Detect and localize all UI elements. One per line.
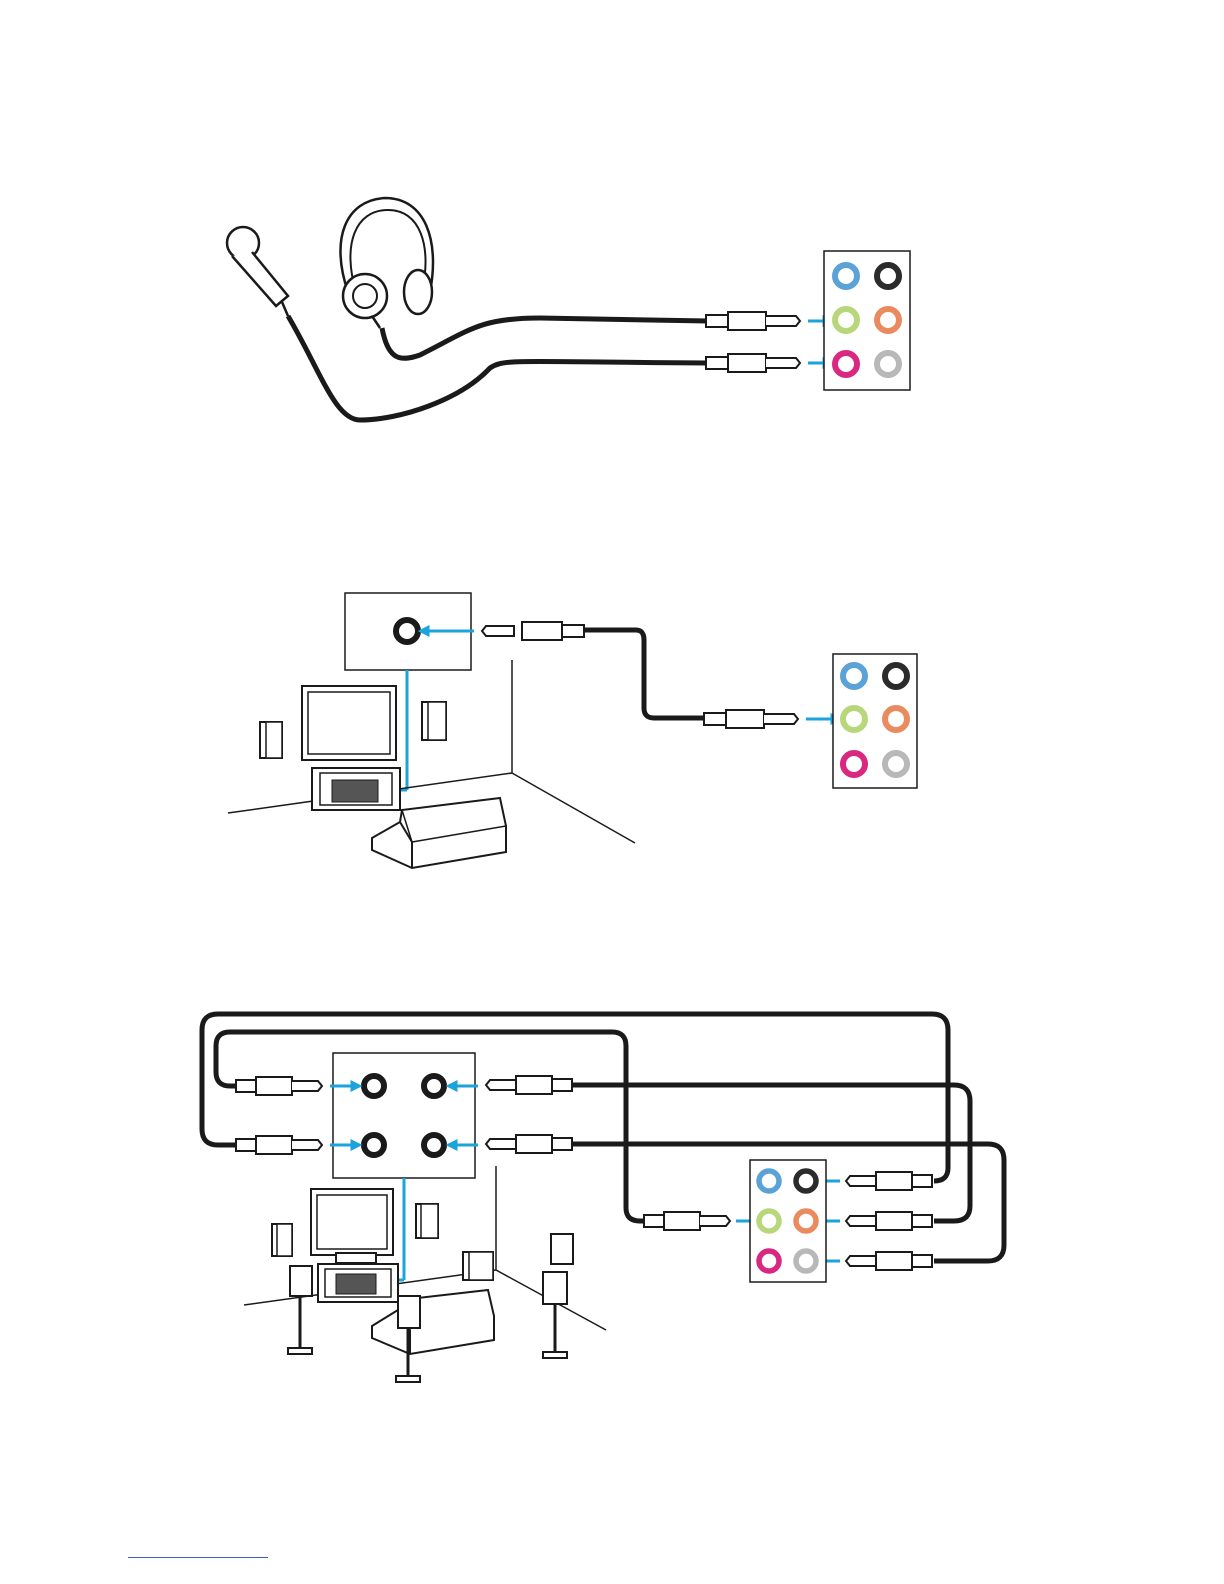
side-jack[interactable]	[885, 753, 907, 775]
audio-plug-icon	[846, 1212, 932, 1230]
rear-jack[interactable]	[885, 708, 907, 730]
audio-plug-icon	[486, 1076, 572, 1094]
amplifier-input-jack	[396, 620, 418, 642]
receiver-input-jack	[364, 1076, 384, 1096]
audio-plug-icon	[706, 312, 800, 330]
speaker-icon	[543, 1234, 573, 1358]
line-out-jack[interactable]	[759, 1211, 779, 1231]
line-in-jack[interactable]	[835, 265, 857, 287]
speaker-cable	[584, 630, 706, 718]
audio-plug-icon	[486, 1135, 572, 1153]
speaker-icon	[288, 1266, 312, 1354]
tv-icon	[311, 1189, 393, 1255]
headphones-icon	[340, 198, 433, 328]
audio-plug-icon	[704, 710, 798, 728]
headphone-mic-diagram	[227, 198, 910, 420]
rear-jack[interactable]	[877, 309, 899, 331]
headphone-cable	[382, 318, 708, 358]
rear-jack[interactable]	[796, 1211, 816, 1231]
footer-rule	[128, 1557, 268, 1558]
line-out-jack[interactable]	[843, 708, 865, 730]
surround-cable-outer	[202, 1014, 948, 1181]
audio-plug-icon	[236, 1136, 322, 1154]
audio-plug-icon	[644, 1212, 730, 1230]
speaker-icon	[272, 1224, 292, 1256]
center-sub-jack[interactable]	[885, 665, 907, 687]
audio-jack-panel	[750, 1160, 826, 1282]
receiver-icon	[312, 768, 400, 810]
audio-jack-panel	[833, 654, 917, 788]
receiver-icon	[318, 1264, 398, 1302]
audio-plug-icon	[706, 354, 800, 372]
receiver-input-jack	[424, 1135, 444, 1155]
microphone-cable	[288, 316, 708, 420]
receiver-input-jack	[364, 1135, 384, 1155]
line-in-jack[interactable]	[843, 665, 865, 687]
line-out-jack[interactable]	[835, 309, 857, 331]
audio-plug-icon	[482, 622, 584, 640]
speaker-icon	[416, 1204, 438, 1238]
surround-diagram	[202, 1014, 1004, 1382]
stereo-speakers-diagram	[228, 593, 917, 868]
speaker-icon	[260, 722, 282, 758]
side-jack[interactable]	[796, 1251, 816, 1271]
side-jack[interactable]	[877, 353, 899, 375]
mic-in-jack[interactable]	[843, 753, 865, 775]
audio-plug-icon	[846, 1252, 932, 1270]
center-sub-jack[interactable]	[796, 1171, 816, 1191]
speaker-icon	[463, 1252, 493, 1280]
audio-jack-panel	[824, 251, 910, 390]
receiver-input-box	[333, 1053, 475, 1178]
center-sub-jack[interactable]	[877, 265, 899, 287]
speaker-icon	[422, 702, 446, 740]
line-in-jack[interactable]	[759, 1171, 779, 1191]
microphone-icon	[227, 227, 288, 316]
receiver-input-jack	[424, 1076, 444, 1096]
tv-icon	[302, 686, 396, 760]
speaker-icon	[336, 1253, 376, 1263]
mic-in-jack[interactable]	[759, 1251, 779, 1271]
audio-plug-icon	[236, 1077, 322, 1095]
audio-plug-icon	[846, 1172, 932, 1190]
mic-in-jack[interactable]	[835, 353, 857, 375]
